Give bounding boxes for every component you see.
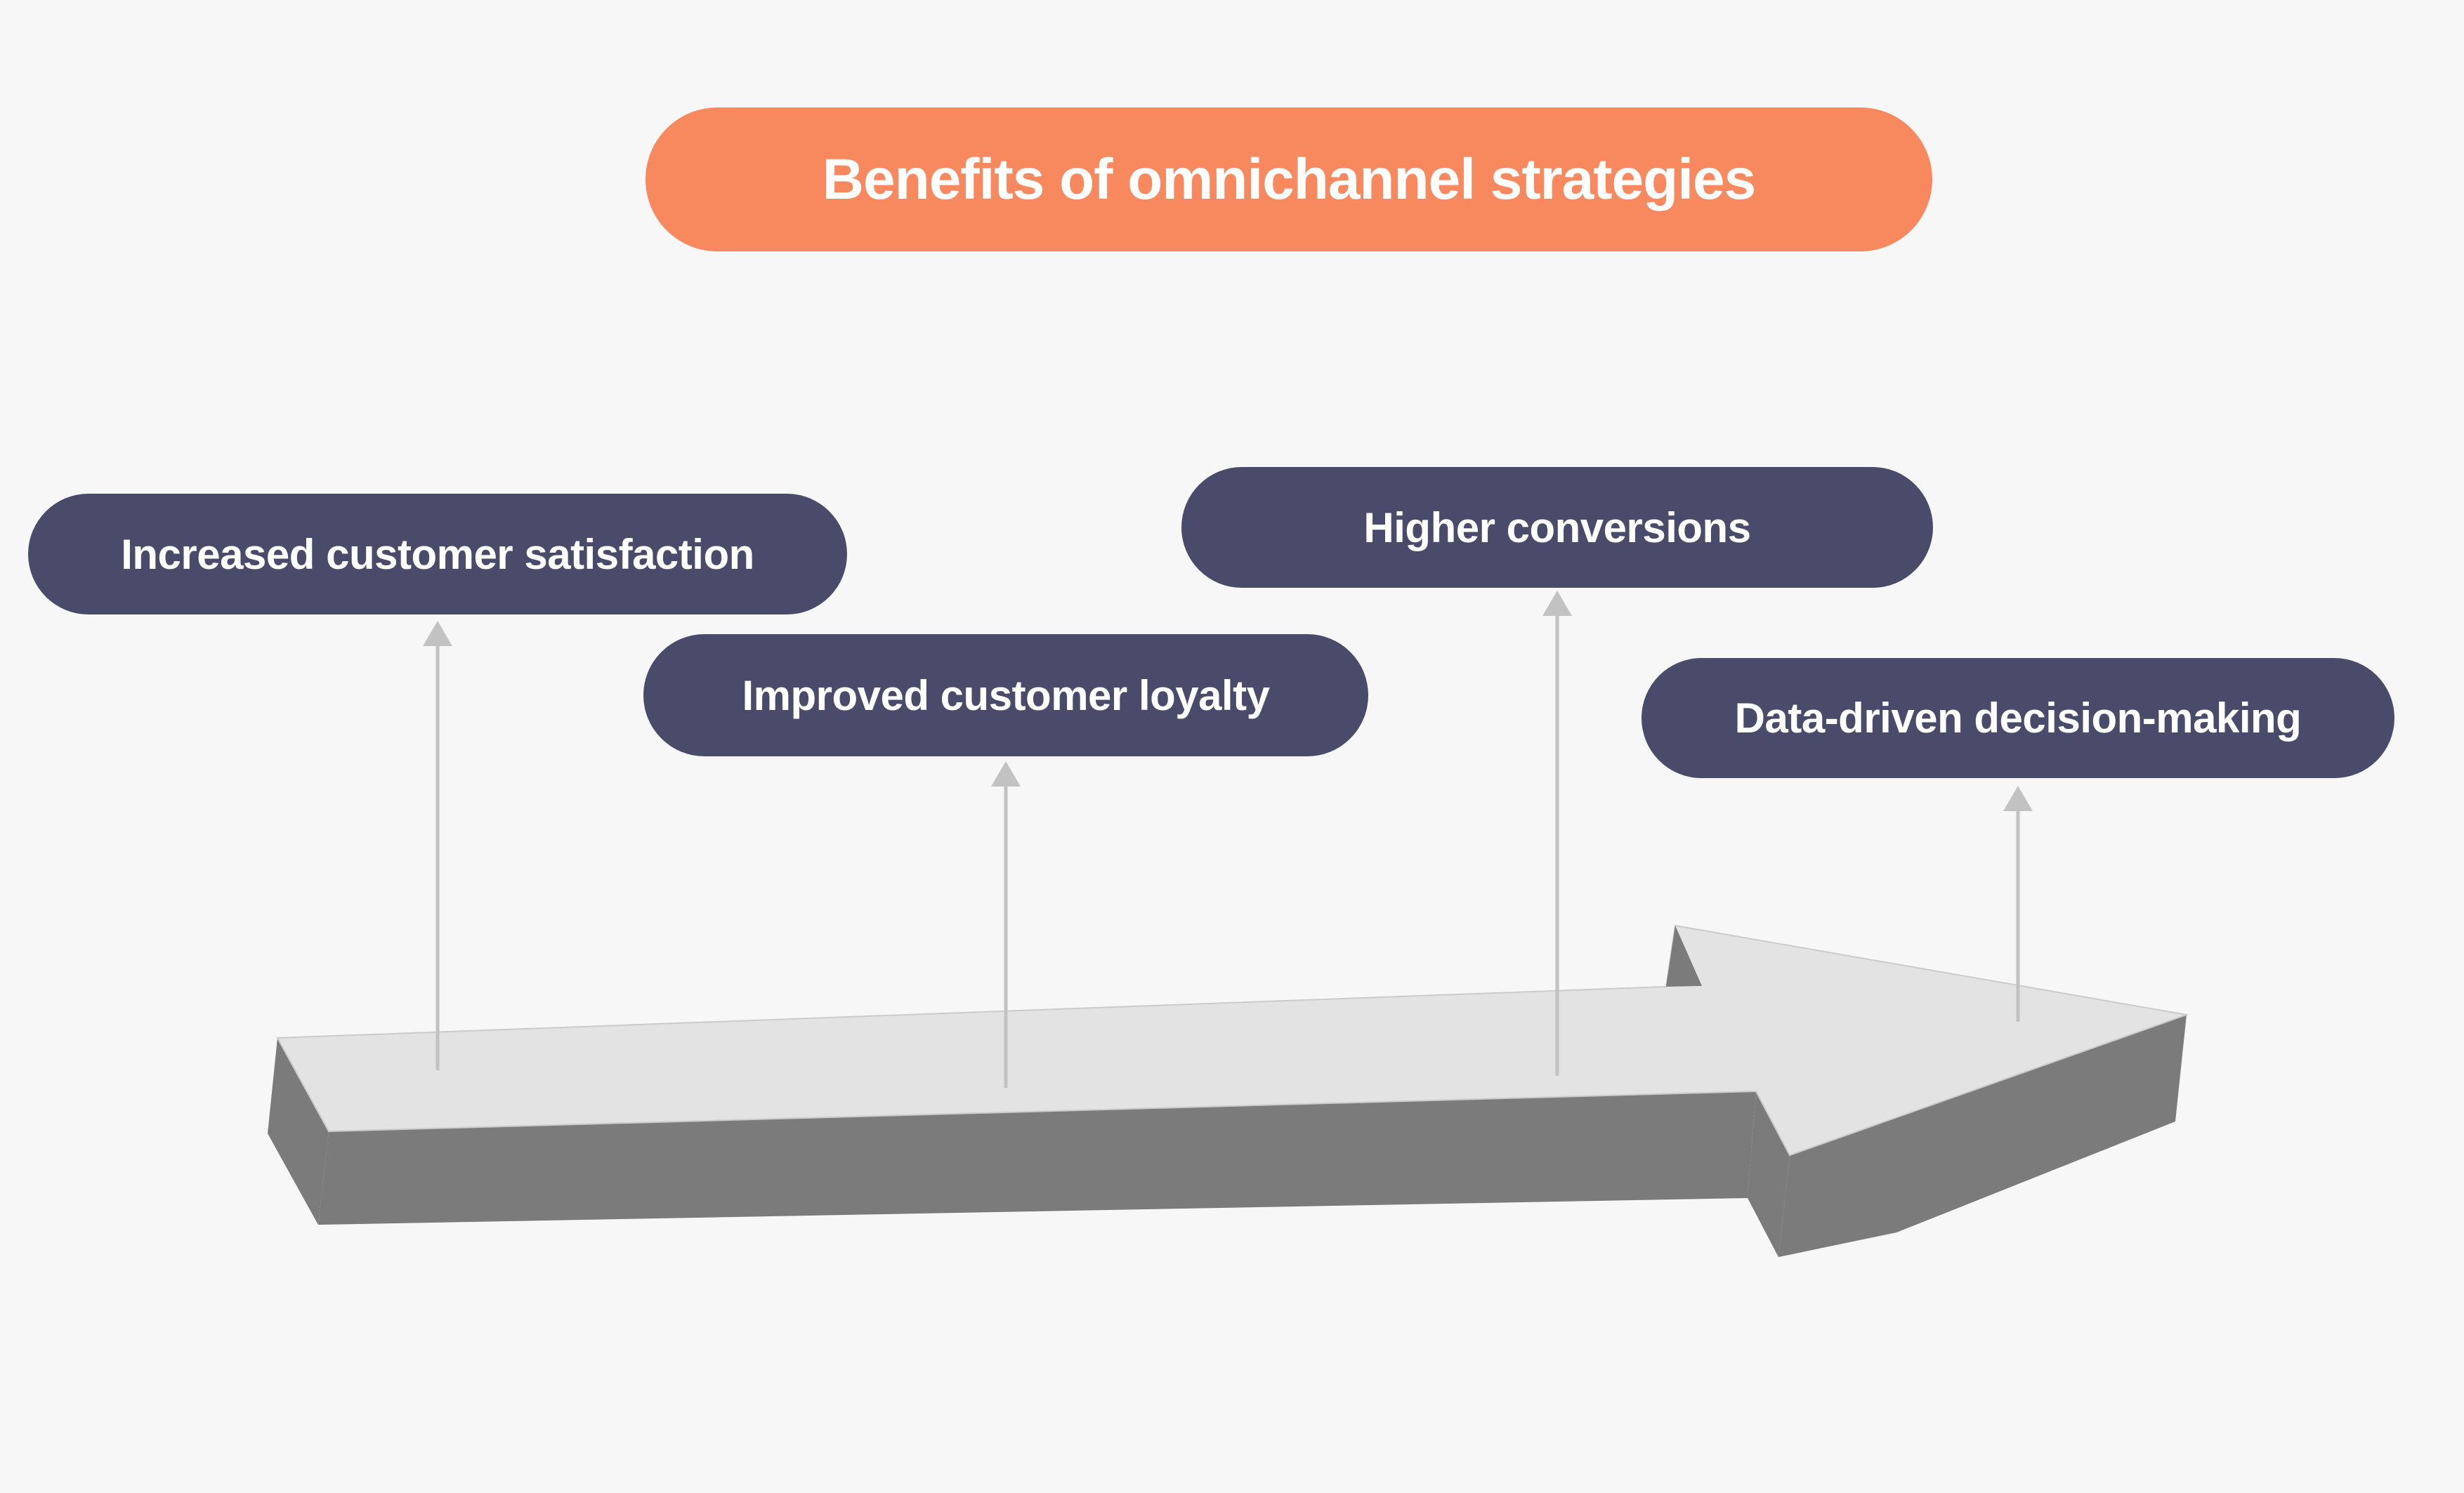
arrow-head-front-face: [1778, 1015, 2187, 1257]
arrow-shaft-front-face: [318, 1091, 1756, 1225]
up-arrowhead-icon: [423, 621, 452, 646]
benefit-pill-data-driven-decision-making: Data-driven decision-making: [1641, 658, 2394, 778]
benefit-pill-improved-customer-loyalty: Improved customer loyalty: [643, 634, 1368, 756]
arrow-barb-inner-face: [1748, 1091, 1790, 1257]
benefit-label: Higher conversions: [1363, 504, 1751, 551]
up-arrowhead-icon: [1542, 591, 1572, 616]
connector-arrow-3: [1542, 591, 1572, 1076]
page-title: Benefits of omnichannel strategies: [822, 147, 1756, 211]
benefit-label: Data-driven decision-making: [1734, 695, 2302, 742]
benefit-pill-higher-conversions: Higher conversions: [1181, 467, 1933, 588]
connector-arrow-1: [423, 621, 452, 1070]
connector-arrow-4: [2003, 786, 2033, 1022]
benefit-label: Improved customer loyalty: [742, 671, 1270, 719]
connector-arrow-2: [991, 761, 1021, 1088]
benefit-label: Increased customer satisfaction: [121, 530, 754, 578]
arrow-back-spike-face: [1666, 926, 1702, 987]
arrow-3d-right-icon: [268, 924, 2189, 1257]
title-banner: Benefits of omnichannel strategies: [646, 107, 1932, 251]
benefit-pill-increased-customer-satisfaction: Increased customer satisfaction: [28, 494, 847, 614]
up-arrowhead-icon: [2003, 786, 2033, 811]
arrow-left-cap-face: [268, 1038, 329, 1225]
up-arrowhead-icon: [991, 761, 1021, 787]
